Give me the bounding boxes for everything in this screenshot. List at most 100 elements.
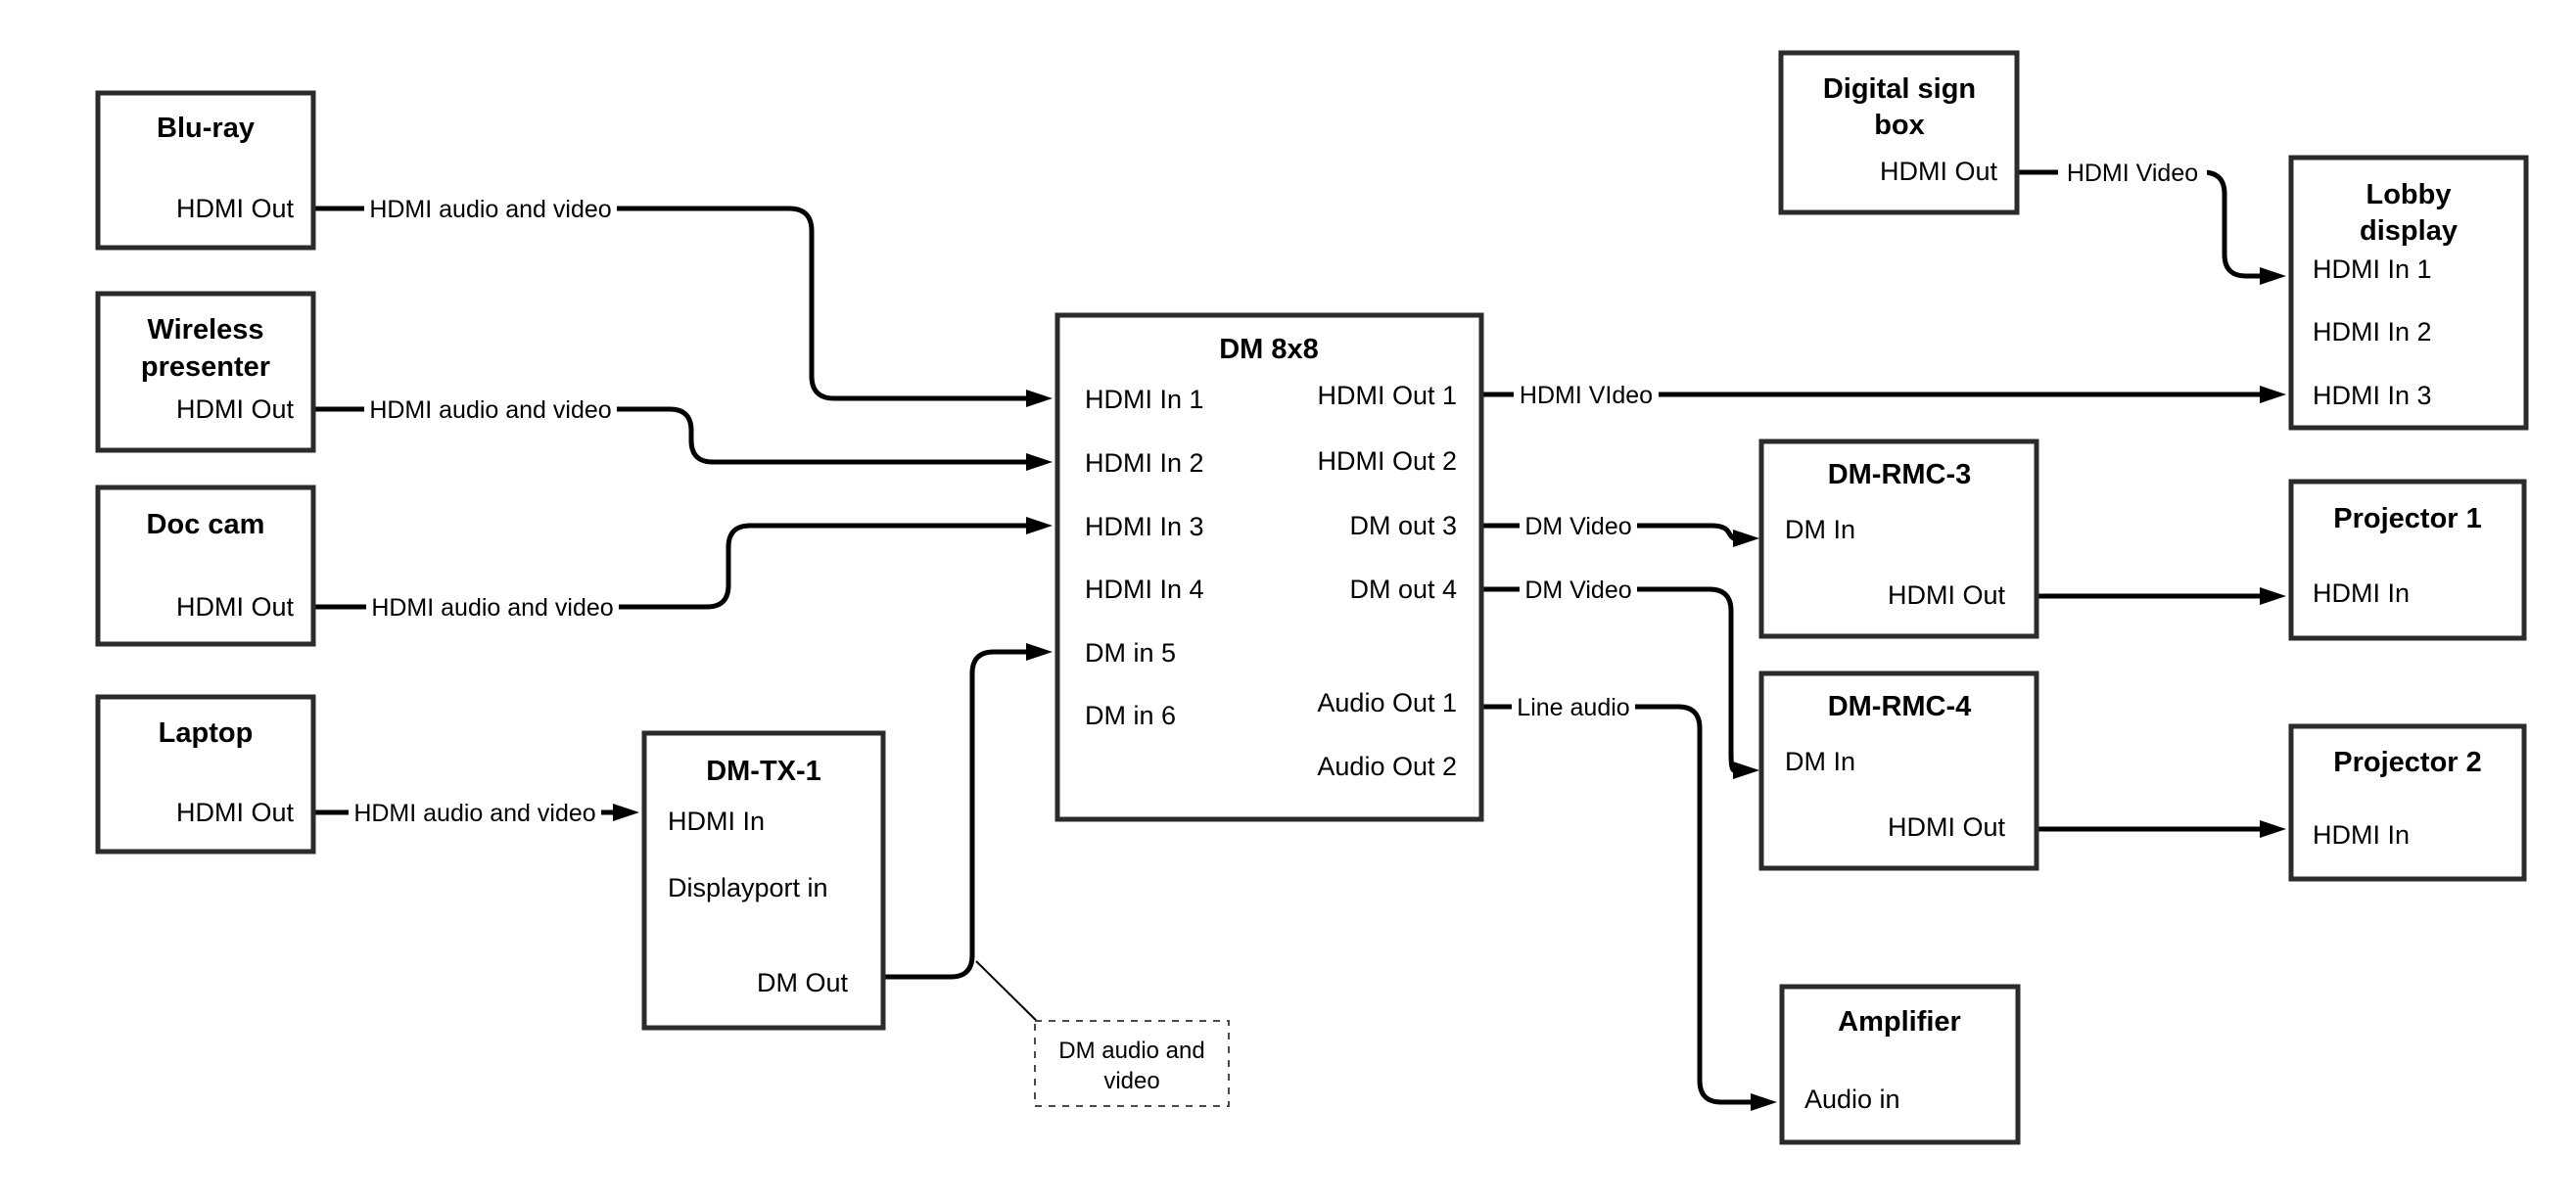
callout-text-line2: video	[1103, 1068, 1159, 1094]
node-dm-rmc-4-box	[1758, 670, 2039, 871]
node-wireless-presenter: Wireless presenter HDMI Out	[95, 291, 316, 453]
node-bluray-box	[95, 90, 316, 251]
node-dm-8x8-port-dm-out-4: DM out 4	[1349, 575, 1457, 604]
node-dm-8x8-port-hdmi-in-2: HDMI In 2	[1085, 448, 1204, 478]
node-dm-rmc-3-box	[1758, 439, 2039, 639]
edge-label-dm-video-out3: DM Video	[1520, 508, 1637, 543]
node-projector-1-port-hdmi-in: HDMI In	[2313, 578, 2410, 608]
node-lobby-display-box	[2288, 155, 2529, 431]
node-digital-sign-box-title-line2: box	[1874, 110, 1925, 141]
node-dm-rmc-3-title: DM-RMC-3	[1828, 459, 1972, 490]
node-lobby-display-port-hdmi-in-2: HDMI In 2	[2313, 317, 2432, 346]
node-amplifier-box	[1779, 984, 2021, 1145]
node-bluray-title: Blu-ray	[157, 113, 255, 144]
edge-label-line-audio-text: Line audio	[1517, 694, 1629, 721]
edge-digital-sign-to-lobby-hdmi-in-1	[2017, 169, 2286, 285]
node-projector-2-box	[2288, 723, 2527, 882]
edge-dmtx1-to-dm8x8-dm-in-5	[883, 643, 1053, 980]
edge-label-hdmi-video-out1-text: HDMI VIdeo	[1520, 382, 1653, 409]
node-dm-rmc-3-port-dm-in: DM In	[1785, 515, 1855, 544]
node-digital-sign-box-box	[1778, 50, 2020, 215]
node-dm-tx-1-port-hdmi-in: HDMI In	[668, 807, 765, 836]
node-dm-tx-1-port-dm-out: DM Out	[757, 968, 849, 997]
node-laptop-box	[95, 694, 316, 855]
node-dm-8x8-port-hdmi-in-3: HDMI In 3	[1085, 512, 1204, 541]
node-wireless-presenter-box	[95, 291, 316, 453]
node-dm-rmc-4: DM-RMC-4 DM In HDMI Out	[1758, 670, 2039, 871]
node-wireless-presenter-port-hdmi-out: HDMI Out	[176, 394, 295, 424]
node-dm-8x8-port-hdmi-out-2: HDMI Out 2	[1317, 446, 1457, 476]
edge-label-laptop-text: HDMI audio and video	[353, 800, 595, 827]
node-dm-8x8-port-hdmi-out-1: HDMI Out 1	[1317, 381, 1457, 410]
node-laptop-port-hdmi-out: HDMI Out	[176, 798, 295, 827]
node-lobby-display-title-line2: display	[2360, 215, 2458, 247]
edge-label-hdmi-video-sign-text: HDMI Video	[2067, 160, 2198, 187]
node-doc-cam: Doc cam HDMI Out	[95, 485, 316, 647]
node-laptop: Laptop HDMI Out	[95, 694, 316, 855]
node-dm-rmc-3: DM-RMC-3 DM In HDMI Out	[1758, 439, 2039, 639]
node-dm-8x8-port-audio-out-1: Audio Out 1	[1317, 688, 1457, 717]
edge-label-bluray-text: HDMI audio and video	[369, 196, 611, 223]
node-dm-rmc-4-port-dm-in: DM In	[1785, 747, 1855, 776]
node-dm-8x8-port-hdmi-in-4: HDMI In 4	[1085, 575, 1204, 604]
edge-label-wireless: HDMI audio and video	[364, 392, 617, 427]
node-dm-8x8-port-hdmi-in-1: HDMI In 1	[1085, 385, 1204, 414]
edge-label-doccam-text: HDMI audio and video	[371, 594, 613, 622]
node-lobby-display: Lobby display HDMI In 1 HDMI In 2 HDMI I…	[2288, 155, 2529, 431]
edge-dm8x8-audio-out-1-to-amplifier	[1481, 704, 1777, 1111]
node-wireless-presenter-title-line1: Wireless	[147, 314, 263, 346]
edge-doccam-to-dm8x8-hdmi-in-3	[313, 517, 1053, 610]
edge-label-dm-video-out3-text: DM Video	[1524, 513, 1631, 540]
node-projector-1-title: Projector 1	[2333, 503, 2482, 534]
node-dm-tx-1-title: DM-TX-1	[706, 756, 821, 787]
node-doc-cam-box	[95, 485, 316, 647]
edge-label-dm-video-out4-text: DM Video	[1524, 577, 1631, 604]
node-wireless-presenter-title-line2: presenter	[141, 351, 270, 383]
node-projector-2-title: Projector 2	[2333, 747, 2482, 778]
node-dm-rmc-4-port-hdmi-out: HDMI Out	[1888, 812, 2006, 842]
edge-dm8x8-dm-out-3-to-rmc3-dm-in	[1481, 523, 1759, 547]
edge-label-hdmi-video-out1: HDMI VIdeo	[1514, 377, 1659, 412]
node-bluray-port-hdmi-out: HDMI Out	[176, 194, 295, 223]
node-projector-1-box	[2288, 479, 2527, 641]
node-dm-tx-1-box	[641, 730, 886, 1031]
node-doc-cam-title: Doc cam	[147, 509, 265, 540]
node-projector-2-port-hdmi-in: HDMI In	[2313, 820, 2410, 850]
node-amplifier: Amplifier Audio in	[1779, 984, 2021, 1145]
node-amplifier-title: Amplifier	[1838, 1006, 1961, 1038]
node-digital-sign-box-title-line1: Digital sign	[1823, 73, 1976, 105]
node-digital-sign-box: Digital sign box HDMI Out	[1778, 50, 2020, 215]
node-dm-8x8-port-dm-in-6: DM in 6	[1085, 701, 1176, 730]
callout-text-line1: DM audio and	[1058, 1038, 1204, 1064]
edge-label-laptop: HDMI audio and video	[349, 795, 601, 830]
edge-label-doccam: HDMI audio and video	[366, 589, 619, 624]
node-dm-8x8-box	[1054, 312, 1484, 822]
node-dm-rmc-4-title: DM-RMC-4	[1828, 691, 1972, 722]
node-dm-tx-1-port-displayport-in: Displayport in	[668, 873, 828, 902]
node-dm-8x8-port-audio-out-2: Audio Out 2	[1317, 752, 1457, 781]
callout-box	[1034, 1020, 1230, 1107]
edge-dm8x8-dm-out-4-to-rmc4-dm-in	[1481, 586, 1759, 779]
edge-label-wireless-text: HDMI audio and video	[369, 396, 611, 424]
edge-bluray-to-dm8x8-hdmi-in-1	[313, 206, 1053, 407]
node-lobby-display-port-hdmi-in-1: HDMI In 1	[2313, 254, 2432, 284]
edge-label-hdmi-video-sign: HDMI Video	[2058, 155, 2207, 190]
node-doc-cam-port-hdmi-out: HDMI Out	[176, 592, 295, 622]
node-digital-sign-box-port-hdmi-out: HDMI Out	[1880, 157, 1998, 186]
edge-label-line-audio: Line audio	[1512, 689, 1635, 724]
node-lobby-display-title-line1: Lobby	[2366, 179, 2452, 210]
node-dm-8x8-port-dm-out-3: DM out 3	[1349, 511, 1457, 540]
node-dm-8x8-port-dm-in-5: DM in 5	[1085, 638, 1176, 668]
node-dm-rmc-3-port-hdmi-out: HDMI Out	[1888, 580, 2006, 610]
edge-label-dm-video-out4: DM Video	[1520, 572, 1637, 607]
edge-wireless-to-dm8x8-hdmi-in-2	[313, 406, 1053, 471]
node-projector-1: Projector 1 HDMI In	[2288, 479, 2527, 641]
node-amplifier-port-audio-in: Audio in	[1804, 1085, 1900, 1114]
node-laptop-title: Laptop	[159, 717, 254, 749]
node-dm-8x8: DM 8x8 HDMI In 1 HDMI In 2 HDMI In 3 HDM…	[1054, 312, 1484, 822]
node-projector-2: Projector 2 HDMI In	[2288, 723, 2527, 882]
node-lobby-display-port-hdmi-in-3: HDMI In 3	[2313, 381, 2432, 410]
callout-dm-audio-and-video: DM audio and video	[1034, 1020, 1230, 1107]
